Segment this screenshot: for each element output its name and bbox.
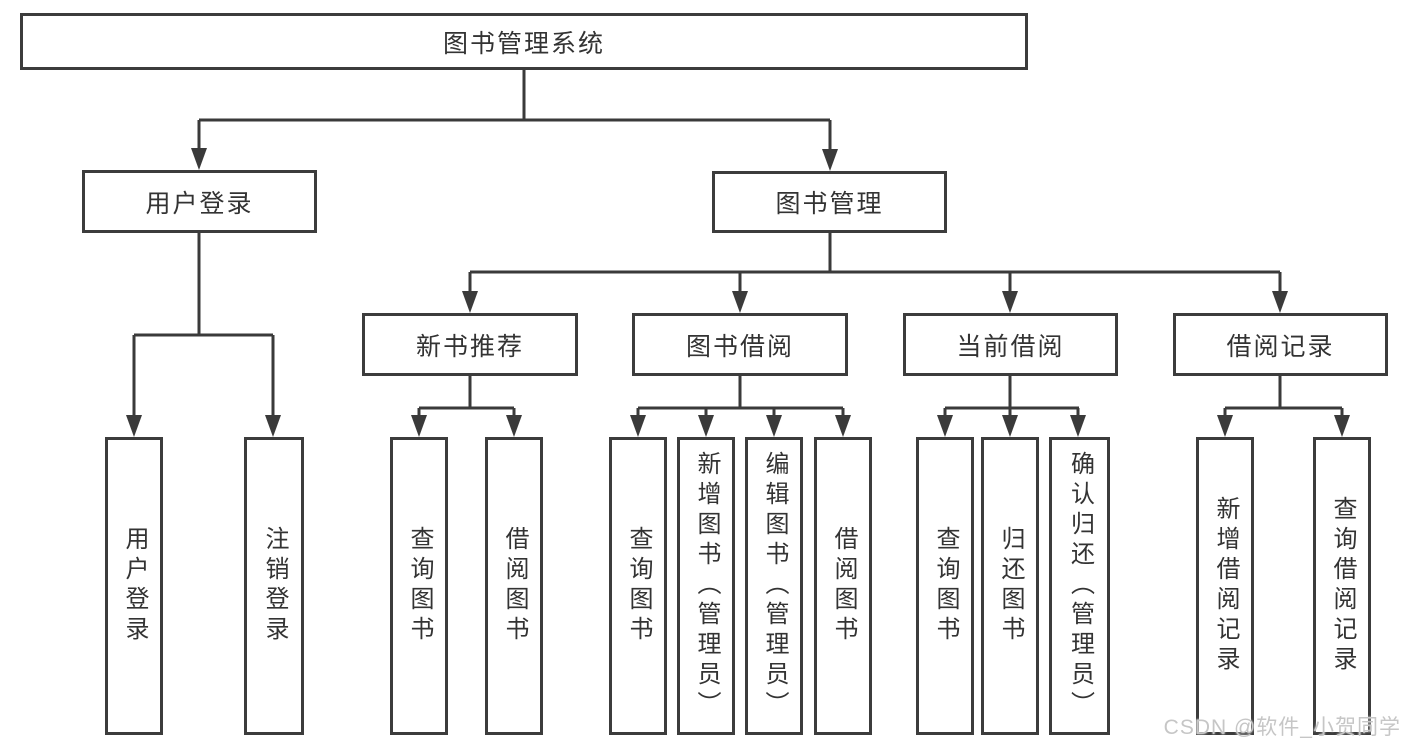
- leaf-records-query-record: 查询借阅记录: [1313, 437, 1371, 735]
- leaf-current-confirm-return-admin: 确认归还（管理员）: [1049, 437, 1110, 735]
- csdn-watermark: CSDN @软件_小贺同学: [1163, 716, 1401, 739]
- leaf-newbooks-query-book: 查询图书: [390, 437, 448, 735]
- node-book-borrow: 图书借阅: [632, 313, 848, 376]
- leaf-current-return-book: 归还图书: [981, 437, 1039, 735]
- node-new-book-recommend: 新书推荐: [362, 313, 578, 376]
- node-current-borrow: 当前借阅: [903, 313, 1118, 376]
- leaf-borrow-edit-book-admin: 编辑图书（管理员）: [745, 437, 803, 735]
- node-borrow-records: 借阅记录: [1173, 313, 1388, 376]
- node-root: 图书管理系统: [20, 13, 1028, 70]
- leaf-current-query-book: 查询图书: [916, 437, 974, 735]
- leaf-borrow-query-book: 查询图书: [609, 437, 667, 735]
- edge-lines: [132, 70, 1344, 431]
- leaf-user-login: 用户登录: [105, 437, 163, 735]
- arrowheads: [126, 148, 1350, 437]
- leaf-borrow-borrow-book: 借阅图书: [814, 437, 872, 735]
- leaf-borrow-add-book-admin: 新增图书（管理员）: [677, 437, 735, 735]
- leaf-logout: 注销登录: [244, 437, 304, 735]
- leaf-newbooks-borrow-book: 借阅图书: [485, 437, 543, 735]
- node-book-management: 图书管理: [712, 171, 947, 233]
- node-user-login: 用户登录: [82, 170, 317, 233]
- leaf-records-add-record: 新增借阅记录: [1196, 437, 1254, 735]
